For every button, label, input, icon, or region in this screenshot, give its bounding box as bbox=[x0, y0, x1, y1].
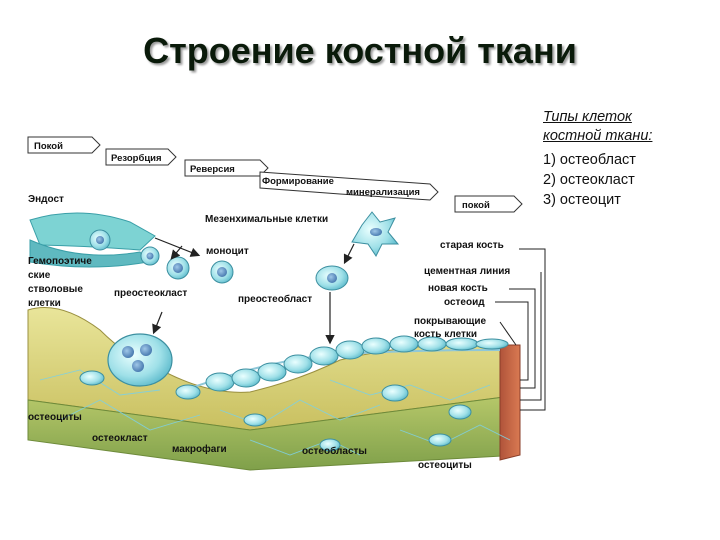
phase-label: Покой bbox=[34, 141, 63, 152]
label-preosteoclast: преостеокласт bbox=[114, 288, 187, 299]
endosteum-layer bbox=[29, 212, 156, 251]
label-hematopoietic: клетки bbox=[28, 298, 61, 309]
label-preosteoblast: преостеобласт bbox=[238, 293, 312, 305]
label-new-bone: новая кость bbox=[428, 283, 488, 294]
cell-types-heading-line1: Типы клеток bbox=[543, 109, 632, 125]
preosteoblast-cell bbox=[315, 265, 349, 291]
label-old-bone: старая кость bbox=[440, 240, 504, 251]
phase-arrow: Покой bbox=[27, 136, 101, 154]
cell-type-item: 3) остеоцит bbox=[543, 192, 621, 208]
label-osteoblasts: остеобласты bbox=[302, 445, 367, 457]
phase-label: Формирование bbox=[262, 176, 334, 187]
label-lining-cells: кость клетки bbox=[414, 329, 477, 340]
phase-arrow: Формирование минерализация bbox=[259, 171, 439, 201]
cell-types-heading: Типы клеток костной ткани: bbox=[543, 108, 713, 146]
phase-arrow: Реверсия bbox=[184, 159, 269, 177]
mesenchymal-cell bbox=[351, 211, 400, 257]
phase-label: покой bbox=[462, 200, 490, 211]
osteocyte bbox=[243, 413, 267, 427]
label-macrophages: макрофаги bbox=[172, 443, 227, 455]
cell-types-list: 1) остеобласт 2) остеокласт 3) остеоцит bbox=[543, 150, 713, 210]
process-arrows bbox=[152, 237, 355, 345]
label-osteocytes: остеоциты bbox=[28, 412, 82, 423]
hematopoietic-cell bbox=[89, 229, 111, 251]
monocyte-cell bbox=[166, 256, 190, 280]
osteocyte bbox=[428, 433, 452, 447]
cell-types-panel: Типы клеток костной ткани: 1) остеобласт… bbox=[543, 108, 713, 210]
callout-lines bbox=[495, 248, 546, 411]
phase-arrow: покой bbox=[454, 195, 523, 213]
macrophage-cell bbox=[175, 384, 201, 400]
cell-type-item: 1) остеобласт bbox=[543, 152, 636, 168]
label-hematopoietic: стволовые bbox=[28, 284, 83, 295]
hematopoietic-cell bbox=[140, 246, 160, 266]
osteocyte bbox=[319, 438, 341, 452]
phase-label: минерализация bbox=[346, 187, 420, 198]
phase-label: Реверсия bbox=[190, 164, 235, 175]
bone-side-face bbox=[499, 344, 521, 461]
phase-label: Резорбция bbox=[111, 153, 162, 164]
label-cement-line: цементная линия bbox=[424, 266, 510, 277]
label-osteoclast: остеокласт bbox=[92, 433, 148, 444]
osteocyte bbox=[448, 404, 472, 420]
label-hematopoietic: ские bbox=[28, 270, 51, 281]
label-mesenchymal: Мезенхимальные клетки bbox=[205, 214, 328, 225]
label-osteocytes-bottom: остеоциты bbox=[418, 460, 472, 471]
label-monocyte: моноцит bbox=[206, 246, 249, 257]
cell-type-item: 2) остеокласт bbox=[543, 172, 635, 188]
label-endost: Эндост bbox=[28, 194, 64, 205]
osteocyte bbox=[381, 384, 409, 402]
label-osteoid: остеоид bbox=[444, 297, 485, 308]
cell-types-heading-line2: костной ткани: bbox=[543, 128, 653, 144]
page-title: Строение костной ткани bbox=[143, 30, 577, 71]
osteocyte bbox=[79, 370, 105, 386]
osteoblast-row bbox=[205, 335, 509, 392]
preosteoclast-cell bbox=[210, 260, 234, 284]
label-hematopoietic: Гемопоэтиче bbox=[28, 256, 92, 267]
osteoclast-cell bbox=[107, 333, 173, 387]
phase-arrow: Резорбция bbox=[105, 148, 177, 166]
label-lining-cells: покрывающие bbox=[414, 316, 487, 327]
